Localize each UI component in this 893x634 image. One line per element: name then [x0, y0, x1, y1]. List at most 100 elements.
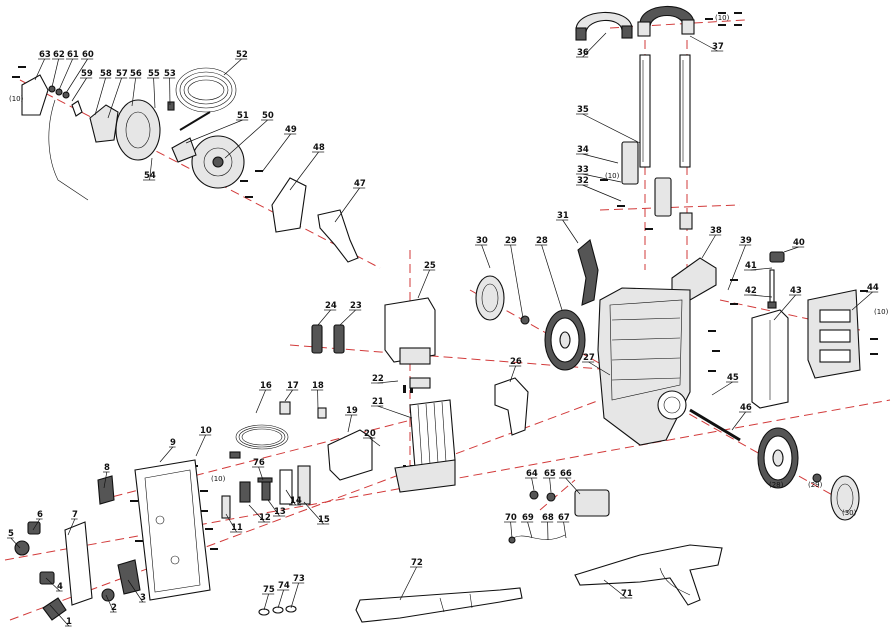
leader-line — [284, 389, 293, 402]
bracket-part-26 — [494, 377, 529, 436]
leader-line — [527, 521, 533, 539]
callout-c28: 28 — [536, 236, 548, 246]
leader-line — [10, 537, 21, 549]
leader-line — [224, 119, 268, 159]
annotation-a-10d: (10) — [211, 475, 226, 483]
leader-line — [339, 309, 356, 326]
callout-c26: 26 — [510, 357, 522, 367]
washers-73-75 — [258, 605, 297, 616]
leader-line — [334, 187, 360, 223]
leader-line — [185, 119, 243, 144]
leader-line — [582, 173, 622, 183]
leader-line — [49, 604, 70, 627]
callout-c15: 15 — [318, 515, 330, 525]
callout-c20: 20 — [364, 429, 376, 439]
callout-c61: 61 — [67, 50, 79, 60]
leader-line — [701, 234, 716, 259]
callout-c10: 10 — [200, 426, 212, 436]
leader-line — [34, 58, 45, 81]
leader-line — [582, 153, 619, 164]
callout-c69: 69 — [522, 513, 534, 523]
callout-c22: 22 — [372, 374, 384, 384]
annotation-a-10a: (10) — [715, 14, 730, 22]
frame-part-27 — [597, 287, 691, 446]
tube-part-35 — [639, 54, 691, 168]
callout-c11: 11 — [231, 523, 243, 533]
callout-c55: 55 — [148, 69, 160, 79]
callout-c62: 62 — [53, 50, 65, 60]
power-cord-part-16 — [229, 401, 327, 459]
callout-c8: 8 — [104, 463, 110, 473]
callout-c65: 65 — [544, 469, 556, 479]
callout-c13: 13 — [274, 507, 286, 517]
leader-line — [541, 244, 563, 311]
callout-c21: 21 — [372, 397, 384, 407]
tank-parts-38-44 — [671, 251, 861, 409]
leader-line — [549, 477, 552, 493]
callout-c75: 75 — [263, 585, 275, 595]
leader-line — [582, 184, 622, 202]
leader-line — [94, 77, 106, 116]
annotation-a-10e: (10) — [874, 308, 889, 316]
callout-c30: 30 — [476, 236, 488, 246]
callout-c12: 12 — [259, 513, 271, 523]
callout-c6: 6 — [37, 510, 43, 520]
callout-c29: 29 — [505, 236, 517, 246]
leader-line — [267, 499, 280, 517]
callout-c9: 9 — [170, 438, 176, 448]
leader-line — [377, 380, 399, 384]
callout-c38: 38 — [710, 226, 722, 236]
spray-gun-part-71 — [574, 544, 723, 606]
callout-c5: 5 — [8, 529, 14, 539]
leader-line — [105, 594, 115, 613]
leader-line — [258, 466, 264, 481]
reel-assembly-47-63 — [21, 67, 359, 263]
leader-line — [750, 294, 773, 298]
leader-line — [417, 269, 430, 299]
leader-line — [225, 513, 237, 533]
hook-part-31 — [577, 239, 599, 306]
leader-line — [45, 577, 61, 592]
callout-c7: 7 — [72, 510, 78, 520]
leader-line — [223, 58, 242, 76]
leader-line — [195, 434, 206, 457]
leader-line — [689, 35, 718, 52]
motor-part-21 — [394, 377, 456, 493]
callout-c18: 18 — [312, 381, 324, 391]
leader-line — [277, 589, 284, 609]
leader-line — [509, 365, 516, 383]
callout-c33: 33 — [577, 165, 589, 175]
callout-c17: 17 — [287, 381, 299, 391]
callout-c19: 19 — [346, 406, 358, 416]
leader-line — [369, 437, 381, 447]
small-parts-11-15 — [221, 465, 311, 519]
callout-c67: 67 — [558, 513, 570, 523]
leader-line — [32, 518, 41, 531]
axle-part-46 — [689, 408, 741, 442]
leader-line — [531, 477, 535, 491]
leader-line — [851, 291, 873, 311]
lance-part-72 — [355, 587, 523, 623]
leader-line — [563, 521, 567, 539]
leader-line — [727, 244, 746, 291]
callout-c35: 35 — [577, 105, 589, 115]
hubcap-part-30 — [475, 275, 860, 521]
callout-c53: 53 — [164, 69, 176, 79]
callout-c76: 76 — [253, 458, 265, 468]
leader-line — [731, 411, 746, 431]
leader-line — [582, 113, 641, 144]
leader-line — [510, 521, 513, 539]
callout-c36: 36 — [577, 48, 589, 58]
callout-c68: 68 — [542, 513, 554, 523]
leader-line — [317, 309, 331, 326]
leader-line — [58, 58, 73, 91]
callout-c58: 58 — [100, 69, 112, 79]
leader-line — [481, 244, 491, 269]
handle-part-36-37 — [575, 5, 695, 41]
leader-line — [131, 77, 136, 107]
callout-c41: 41 — [745, 261, 757, 271]
leader-line — [263, 593, 269, 611]
leader-line — [127, 579, 144, 603]
